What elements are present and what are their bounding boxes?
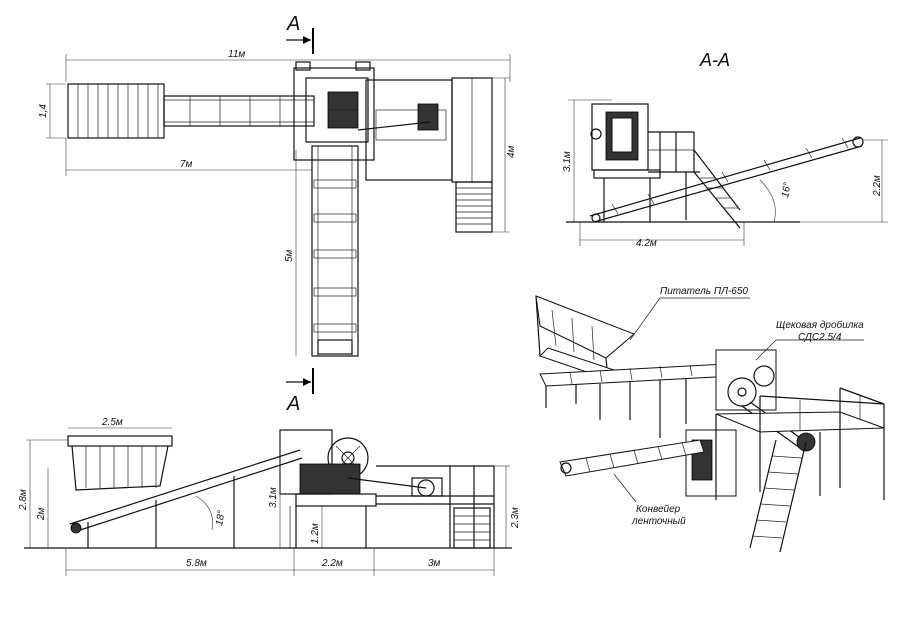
section-angle-label: 16° <box>780 182 793 199</box>
feeder-width-label: 1,4 <box>38 104 49 118</box>
seg1-label: 5.8м <box>186 558 207 569</box>
section-crusher <box>590 103 661 222</box>
section-conveyor <box>589 136 864 223</box>
section-letter-top: A <box>286 13 300 35</box>
section-platform <box>648 131 741 229</box>
section-marker-bottom: A <box>286 368 314 415</box>
plan-stairs <box>455 181 493 233</box>
platform-height-label: 1.2м <box>310 523 321 544</box>
iso-belt-conveyor <box>559 439 705 477</box>
side-conveyor: 18° <box>69 449 303 548</box>
length-7m-label: 7м <box>180 159 193 170</box>
side-platform <box>289 465 495 549</box>
feeder-grate <box>67 83 165 139</box>
crusher-callout-line2: СДС2.5/4 <box>798 332 842 343</box>
crusher-callout-line1: Щековая дробилка <box>776 319 864 331</box>
side-view: 2.5м 2.8м 2м 18° <box>18 417 521 576</box>
iso-platform <box>715 387 885 500</box>
side-angle-label: 18° <box>214 510 227 527</box>
right-height-label: 2.3м <box>510 507 521 529</box>
width-11m-label: 11м <box>228 49 245 60</box>
section-letter-bottom: A <box>286 393 300 415</box>
crusher-height-label: 3.1м <box>268 487 279 508</box>
inner-height-label: 2м <box>36 507 47 521</box>
conveyor-callout-line1: Конвейер <box>636 504 681 515</box>
plan-view: A A 11м 1,4 7м <box>38 13 517 415</box>
side-crusher <box>279 429 443 507</box>
iso-view: Питатель ПЛ-650 Щековая дробилка СДС2.5/… <box>535 286 885 553</box>
iso-feeder <box>535 295 635 381</box>
section-view: А-А 3.1м <box>562 50 888 249</box>
hopper-width-label: 2.5м <box>101 417 123 428</box>
feeder-callout: Питатель ПЛ-650 <box>660 286 748 297</box>
section-right-height-label: 2.2м <box>872 175 883 197</box>
seg3-label: 3м <box>428 558 441 569</box>
iso-horizontal-conveyor <box>539 363 735 438</box>
section-marker-top: A <box>286 13 314 54</box>
total-height-label: 2.8м <box>18 489 29 511</box>
seg2-label: 2.2м <box>321 558 343 569</box>
conveyor-callout-line2: ленточный <box>631 516 686 527</box>
section-length-label: 4.2м <box>636 238 657 249</box>
iso-stairs <box>749 439 807 553</box>
depth-4m-label: 4м <box>506 145 517 158</box>
plan-conveyor-horizontal <box>163 95 315 127</box>
section-title: А-А <box>699 50 730 70</box>
vertical-5m-label: 5м <box>284 249 295 262</box>
section-height-label: 3.1м <box>562 151 573 172</box>
plan-crusher-block <box>293 61 493 183</box>
plan-conveyor-vertical <box>311 145 359 357</box>
side-hopper <box>67 435 173 491</box>
